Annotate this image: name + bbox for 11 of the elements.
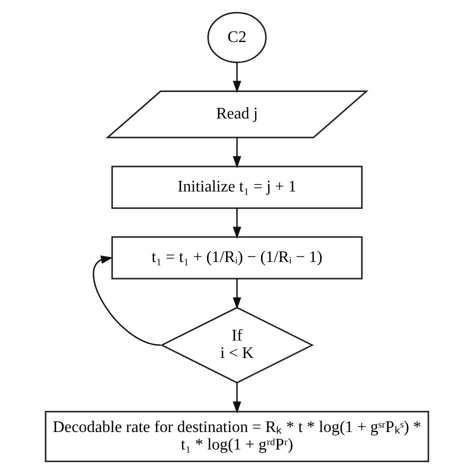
node-ellipse: C2 — [207, 12, 267, 64]
node-box: t₁ = t₁ + (1/Rᵢ) − (1/Rᵢ − 1) — [111, 236, 363, 280]
arrow — [232, 138, 242, 168]
arrow — [232, 62, 242, 93]
node-box: Decodable rate for destination = Rₖ * t * log(1 + gˢʳPₖˢ) * t₁ * log(1 + gʳᵈPʳ) — [44, 410, 430, 462]
node-box: Initialize t₁ = j + 1 — [111, 166, 363, 209]
node-diamond: If i < K — [160, 306, 314, 384]
arrow — [232, 278, 242, 310]
arrow — [232, 208, 242, 239]
arrow — [232, 383, 242, 414]
arrow — [93, 255, 161, 346]
